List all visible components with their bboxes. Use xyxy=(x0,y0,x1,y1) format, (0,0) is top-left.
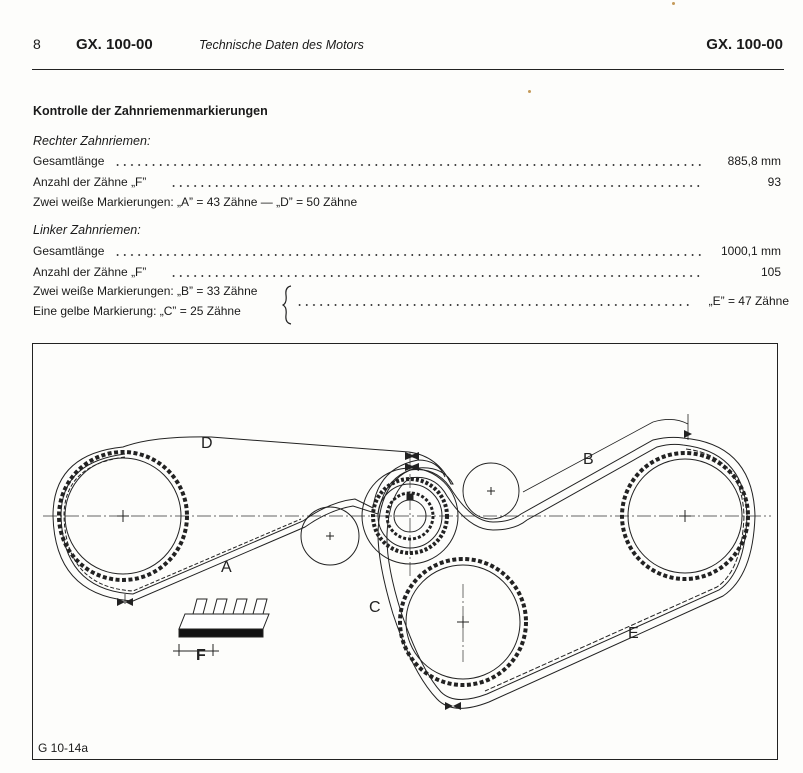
leader-dots xyxy=(296,304,692,306)
left-belt-heading: Linker Zahnriemen: xyxy=(33,223,141,237)
leader-dots xyxy=(170,275,704,277)
section-heading: Kontrolle der Zahnriemenmarkierungen xyxy=(33,104,268,118)
left-belt-length-value: 1000,1 mm xyxy=(720,244,781,258)
right-belt-length-label: Gesamtlänge xyxy=(33,154,105,168)
leader-dots xyxy=(114,254,704,256)
marker-letter-c: C xyxy=(369,599,381,616)
leader-dots xyxy=(170,185,704,187)
section-title: Technische Daten des Motors xyxy=(199,38,364,52)
marker-letter-f: F xyxy=(196,647,206,664)
left-belt-length-label: Gesamtlänge xyxy=(33,244,105,258)
doc-code-left: GX. 100-00 xyxy=(76,36,153,53)
figure-label: G 10-14a xyxy=(38,741,89,755)
page-number: 8 xyxy=(33,36,41,52)
left-belt-e-value: „E” = 47 Zähne xyxy=(708,294,789,308)
right-belt-markings: Zwei weiße Markierungen: „A” = 43 Zähne … xyxy=(33,195,358,209)
belt-diagram: D A B C E F G 10-14a xyxy=(32,343,778,760)
brace-icon xyxy=(282,285,292,325)
right-belt-teeth-label: Anzahl der Zähne „F” xyxy=(33,175,147,189)
right-belt-heading: Rechter Zahnriemen: xyxy=(33,134,151,148)
right-belt-teeth-value: 93 xyxy=(767,175,781,189)
marker-letter-b: B xyxy=(583,451,594,468)
header-rule xyxy=(32,69,784,70)
left-belt-yellow-marking: Eine gelbe Markierung: „C” = 25 Zähne xyxy=(33,304,241,318)
left-belt-white-markings: Zwei weiße Markierungen: „B” = 33 Zähne xyxy=(33,284,258,298)
paper-speck xyxy=(528,90,531,93)
right-belt-length-value: 885,8 mm xyxy=(727,154,781,168)
leader-dots xyxy=(114,164,704,166)
marker-letter-e: E xyxy=(628,625,639,642)
marker-letter-d: D xyxy=(201,435,213,452)
paper-speck xyxy=(672,2,675,5)
marker-letter-a: A xyxy=(221,559,232,576)
doc-code-right: GX. 100-00 xyxy=(706,36,783,53)
left-belt-teeth-value: 105 xyxy=(760,265,781,279)
left-belt-teeth-label: Anzahl der Zähne „F” xyxy=(33,265,147,279)
belt-diagram-drawing: D A B C E F xyxy=(43,414,771,710)
